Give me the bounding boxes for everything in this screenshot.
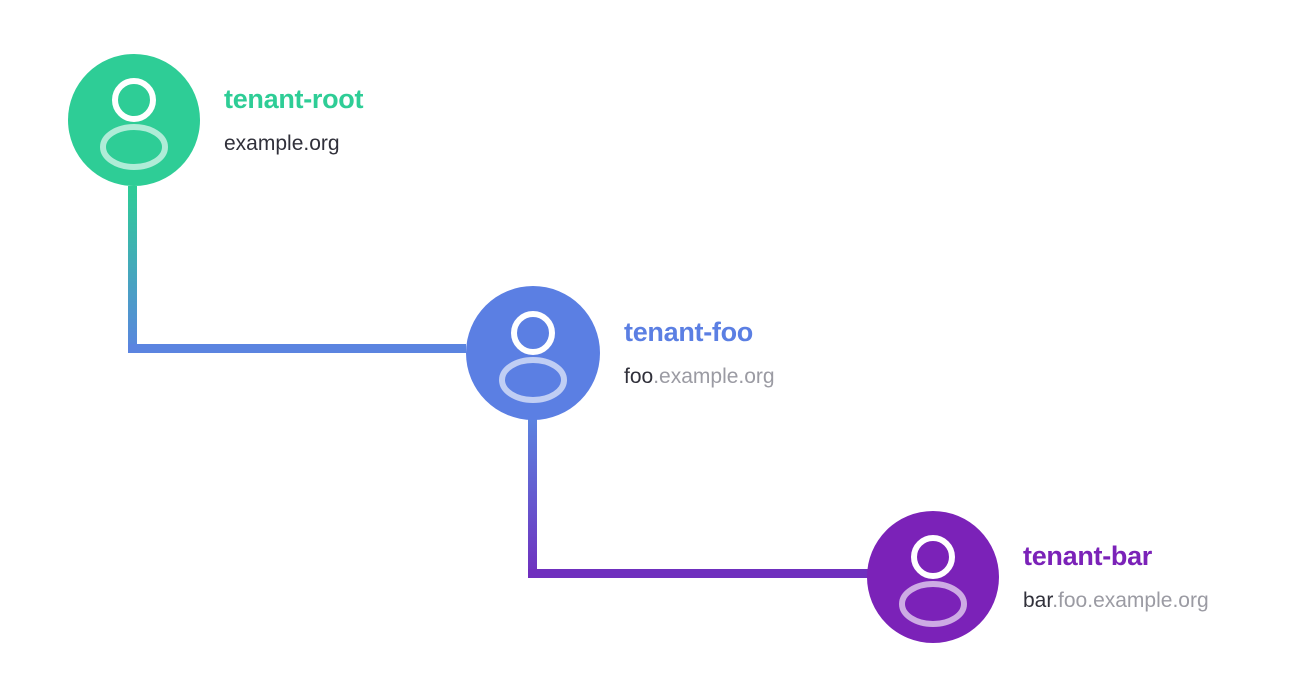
person-avatar-icon (499, 311, 567, 403)
domain-suffix: .example.org (653, 364, 775, 388)
connector-root-to-foo (128, 186, 466, 353)
avatar-tenant-root[interactable] (68, 54, 200, 186)
person-avatar-icon (899, 535, 967, 627)
node-tenant-root[interactable]: tenant-root example.org (68, 54, 363, 186)
domain-prefix: foo (624, 364, 654, 388)
labels-tenant-bar: tenant-bar bar.foo.example.org (1023, 541, 1209, 613)
node-domain-tenant-foo: foo.example.org (624, 365, 775, 389)
node-tenant-foo[interactable]: tenant-foo foo.example.org (466, 286, 775, 420)
domain-prefix: example.org (224, 131, 340, 155)
node-domain-tenant-bar: bar.foo.example.org (1023, 589, 1209, 613)
node-tenant-bar[interactable]: tenant-bar bar.foo.example.org (867, 511, 1209, 643)
person-avatar-icon (100, 78, 168, 170)
connector-foo-to-bar (528, 419, 870, 578)
labels-tenant-root: tenant-root example.org (224, 84, 363, 156)
domain-prefix: bar (1023, 588, 1053, 612)
node-title-tenant-bar: tenant-bar (1023, 540, 1153, 571)
avatar-tenant-foo[interactable] (466, 286, 600, 420)
node-title-tenant-root: tenant-root (224, 83, 364, 114)
node-domain-tenant-root: example.org (224, 132, 363, 156)
avatar-tenant-bar[interactable] (867, 511, 999, 643)
labels-tenant-foo: tenant-foo foo.example.org (624, 317, 775, 389)
domain-suffix: .foo.example.org (1052, 588, 1209, 612)
node-title-tenant-foo: tenant-foo (624, 316, 753, 347)
